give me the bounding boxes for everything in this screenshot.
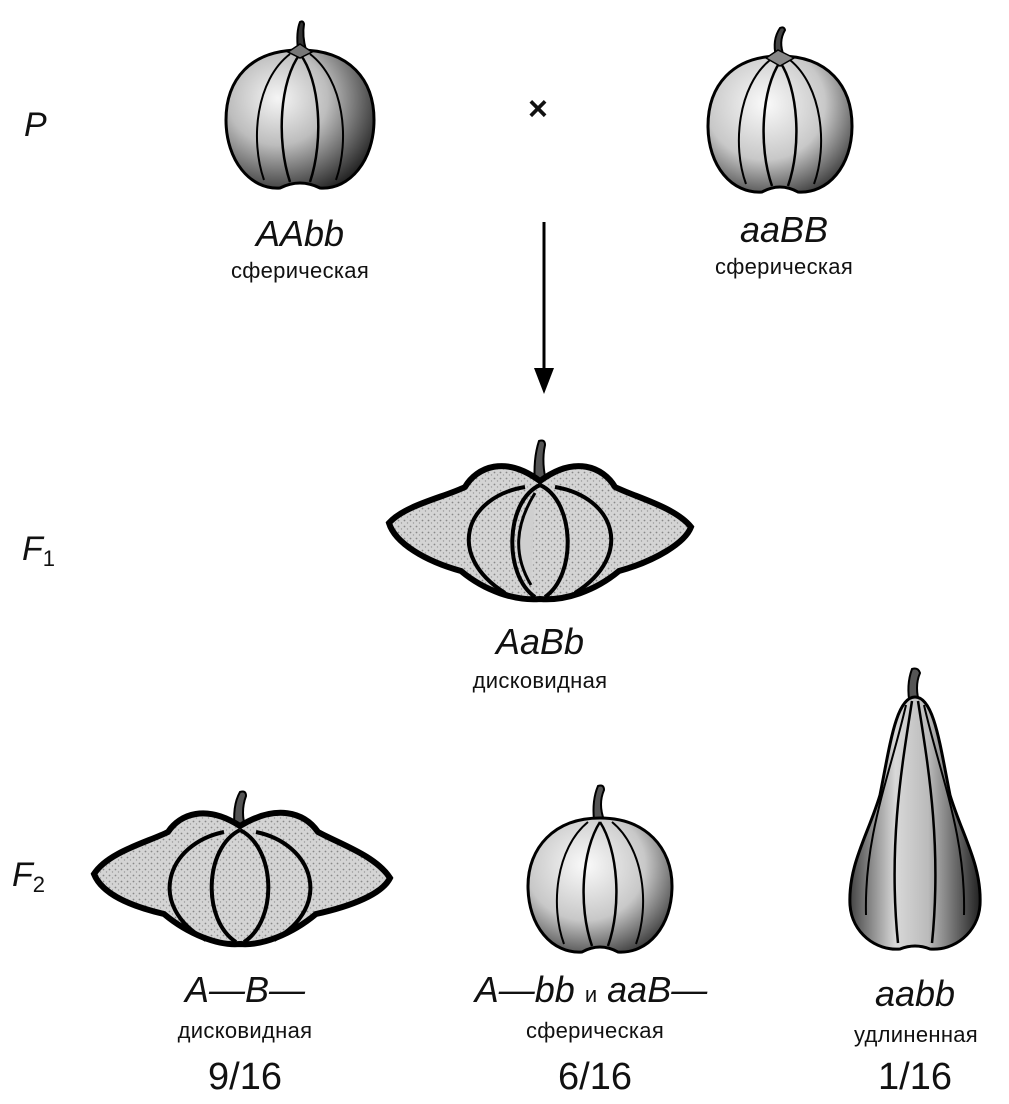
f2-elongated-phenotype: удлиненная xyxy=(828,1024,1004,1046)
pumpkin-discoid-f2 xyxy=(90,790,400,960)
f1-genotype: AaBb xyxy=(470,624,610,660)
f2-spherical-phenotype: сферическая xyxy=(500,1020,690,1042)
f2-spherical-ratio: 6/16 xyxy=(530,1058,660,1096)
pumpkin-spherical-parent-1 xyxy=(220,10,380,200)
f2-spherical-genotype: A—bb и aaB— xyxy=(466,972,716,1008)
down-arrow xyxy=(530,222,560,402)
parent-2-phenotype: сферическая xyxy=(694,256,874,278)
f1-phenotype: дисковидная xyxy=(450,670,630,692)
cross-symbol: × xyxy=(528,92,548,126)
gourd-elongated-f2 xyxy=(840,665,990,955)
f2-elongated-genotype: aabb xyxy=(840,976,990,1012)
pumpkin-discoid-f1 xyxy=(385,435,695,615)
parent-2-genotype: aaBB xyxy=(694,212,874,248)
parent-1-genotype: AAbb xyxy=(210,216,390,252)
pumpkin-spherical-f2 xyxy=(520,780,680,960)
parent-1-phenotype: сферическая xyxy=(210,260,390,282)
generation-label-f2: F2 xyxy=(12,858,45,896)
f2-elongated-ratio: 1/16 xyxy=(850,1058,980,1096)
pumpkin-spherical-parent-2 xyxy=(700,18,860,203)
generation-label-f1: F1 xyxy=(22,532,55,570)
f2-disc-genotype: A—B— xyxy=(150,972,340,1008)
f2-disc-ratio: 9/16 xyxy=(180,1058,310,1096)
f2-disc-phenotype: дисковидная xyxy=(150,1020,340,1042)
generation-label-p: P xyxy=(24,108,47,142)
